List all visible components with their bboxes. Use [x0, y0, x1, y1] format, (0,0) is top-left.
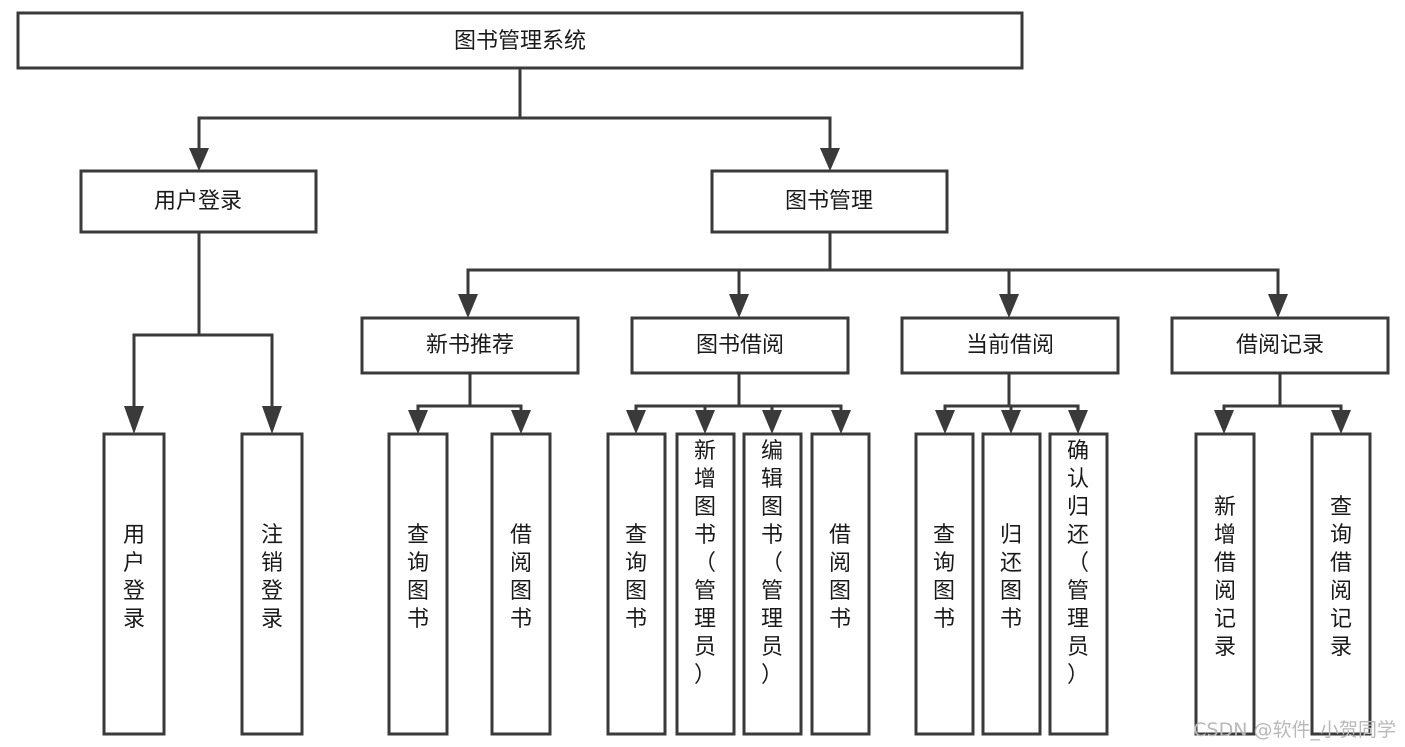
leaf-node-borrow-record-1[interactable]: 查询借阅记录	[1310, 432, 1372, 736]
leaf-node-book-borrow-0[interactable]: 查询图书	[606, 432, 667, 736]
node-label-book-manage: 图书管理	[785, 189, 873, 214]
arrow-head-leaf-new-book-1	[511, 410, 531, 434]
node-current-borrow[interactable]: 当前借阅	[900, 316, 1120, 375]
node-box-new-book-recommend[interactable]	[360, 316, 580, 375]
leaf-node-current-borrow-1[interactable]: 归还图书	[981, 432, 1042, 736]
node-label-user-login: 用户登录	[154, 189, 242, 214]
leaf-box-book-borrow-3[interactable]	[810, 432, 871, 736]
arrow-head-book-manage	[820, 148, 840, 171]
leaf-box-borrow-record-0[interactable]	[1194, 432, 1256, 736]
leaf-node-book-borrow-2[interactable]: 编辑图书（管理员）	[742, 432, 803, 736]
leaf-node-book-borrow-3[interactable]: 借阅图书	[810, 432, 871, 736]
node-layer: 图书管理系统 用户登录 图书管理 新书推荐 图书借阅	[16, 11, 1390, 736]
arrow-head-leaf-borrow-record-0	[1214, 410, 1234, 434]
leaf-box-user-login-1[interactable]	[240, 432, 304, 736]
arrow-head-leaf-new-book-0	[408, 410, 428, 434]
leaf-node-new-book-1[interactable]: 借阅图书	[490, 432, 552, 736]
arrow-head-borrow-record	[1268, 294, 1288, 318]
leaf-box-borrow-record-1[interactable]	[1310, 432, 1372, 736]
leaf-box-new-book-1[interactable]	[490, 432, 552, 736]
node-box-book-borrow[interactable]	[630, 316, 850, 375]
leaf-node-current-borrow-2[interactable]: 确认归还（管理员）	[1048, 432, 1109, 736]
arrow-head-user-login	[189, 148, 209, 171]
leaf-label-new-book-1: 借阅图书	[510, 523, 532, 632]
leaf-node-borrow-record-0[interactable]: 新增借阅记录	[1194, 432, 1256, 736]
leaf-label-current-borrow-0: 查询图书	[933, 523, 955, 632]
leaf-label-borrow-record-0: 新增借阅记录	[1214, 495, 1236, 660]
node-label-borrow-record: 借阅记录	[1236, 333, 1324, 358]
node-box-book-manage[interactable]	[710, 169, 949, 234]
node-box-current-borrow[interactable]	[900, 316, 1120, 375]
node-new-book-recommend[interactable]: 新书推荐	[360, 316, 580, 375]
leaf-box-new-book-0[interactable]	[387, 432, 449, 736]
leaf-label-book-borrow-1: 新增图书（管理员）	[694, 439, 716, 688]
leaf-box-current-borrow-0[interactable]	[914, 432, 975, 736]
arrow-head-leaf-book-borrow-3	[831, 410, 851, 434]
leaf-node-current-borrow-0[interactable]: 查询图书	[914, 432, 975, 736]
node-user-login[interactable]: 用户登录	[79, 169, 318, 234]
node-book-borrow[interactable]: 图书借阅	[630, 316, 850, 375]
leaf-node-book-borrow-1[interactable]: 新增图书（管理员）	[675, 432, 736, 736]
arrow-head-leaf-borrow-record-1	[1331, 410, 1351, 434]
node-label-root-system: 图书管理系统	[454, 29, 586, 54]
node-box-user-login[interactable]	[79, 169, 318, 234]
connector-layer	[124, 66, 1351, 434]
leaf-node-user-login-1[interactable]: 注销登录	[240, 432, 304, 736]
arrow-head-new-book	[458, 294, 478, 318]
node-label-new-book-recommend: 新书推荐	[426, 333, 514, 358]
leaf-label-current-borrow-1: 归还图书	[1000, 523, 1022, 632]
node-box-root-system[interactable]	[16, 11, 1024, 70]
arrow-head-leaf-user-login-0	[124, 406, 144, 434]
leaf-box-current-borrow-1[interactable]	[981, 432, 1042, 736]
arrow-head-leaf-user-login-1	[262, 406, 282, 434]
leaf-node-user-login-0[interactable]: 用户登录	[102, 432, 166, 736]
leaf-label-current-borrow-2: 确认归还（管理员）	[1067, 439, 1089, 688]
leaf-label-book-borrow-2: 编辑图书（管理员）	[761, 439, 783, 688]
leaf-box-user-login-0[interactable]	[102, 432, 166, 736]
leaf-box-book-borrow-2[interactable]	[742, 432, 803, 736]
arrow-head-leaf-current-borrow-0	[935, 410, 955, 434]
arrow-head-current-borrow	[999, 294, 1019, 318]
csdn-watermark: CSDN @软件_小贺同学	[1193, 719, 1396, 741]
node-book-manage[interactable]: 图书管理	[710, 169, 949, 234]
node-label-book-borrow: 图书借阅	[696, 333, 784, 358]
arrow-head-leaf-book-borrow-1	[695, 410, 715, 434]
arrow-head-leaf-current-borrow-1	[1001, 410, 1021, 434]
leaf-label-book-borrow-0: 查询图书	[625, 523, 647, 632]
leaf-label-new-book-0: 查询图书	[407, 523, 429, 632]
leaf-label-user-login-1: 注销登录	[261, 523, 283, 632]
leaf-label-user-login-0: 用户登录	[123, 523, 145, 632]
arrow-head-book-borrow	[729, 294, 749, 318]
arrow-head-leaf-book-borrow-2	[762, 410, 782, 434]
leaf-box-book-borrow-0[interactable]	[606, 432, 667, 736]
arrow-head-leaf-current-borrow-2	[1068, 410, 1088, 434]
leaf-box-book-borrow-1[interactable]	[675, 432, 736, 736]
arrow-head-leaf-book-borrow-0	[626, 410, 646, 434]
node-label-current-borrow: 当前借阅	[966, 333, 1054, 358]
node-root-system[interactable]: 图书管理系统	[16, 11, 1024, 70]
node-borrow-record[interactable]: 借阅记录	[1170, 316, 1390, 375]
leaf-node-new-book-0[interactable]: 查询图书	[387, 432, 449, 736]
node-box-borrow-record[interactable]	[1170, 316, 1390, 375]
leaf-label-borrow-record-1: 查询借阅记录	[1330, 495, 1352, 660]
leaf-box-current-borrow-2[interactable]	[1048, 432, 1109, 736]
leaf-label-book-borrow-3: 借阅图书	[829, 523, 851, 632]
